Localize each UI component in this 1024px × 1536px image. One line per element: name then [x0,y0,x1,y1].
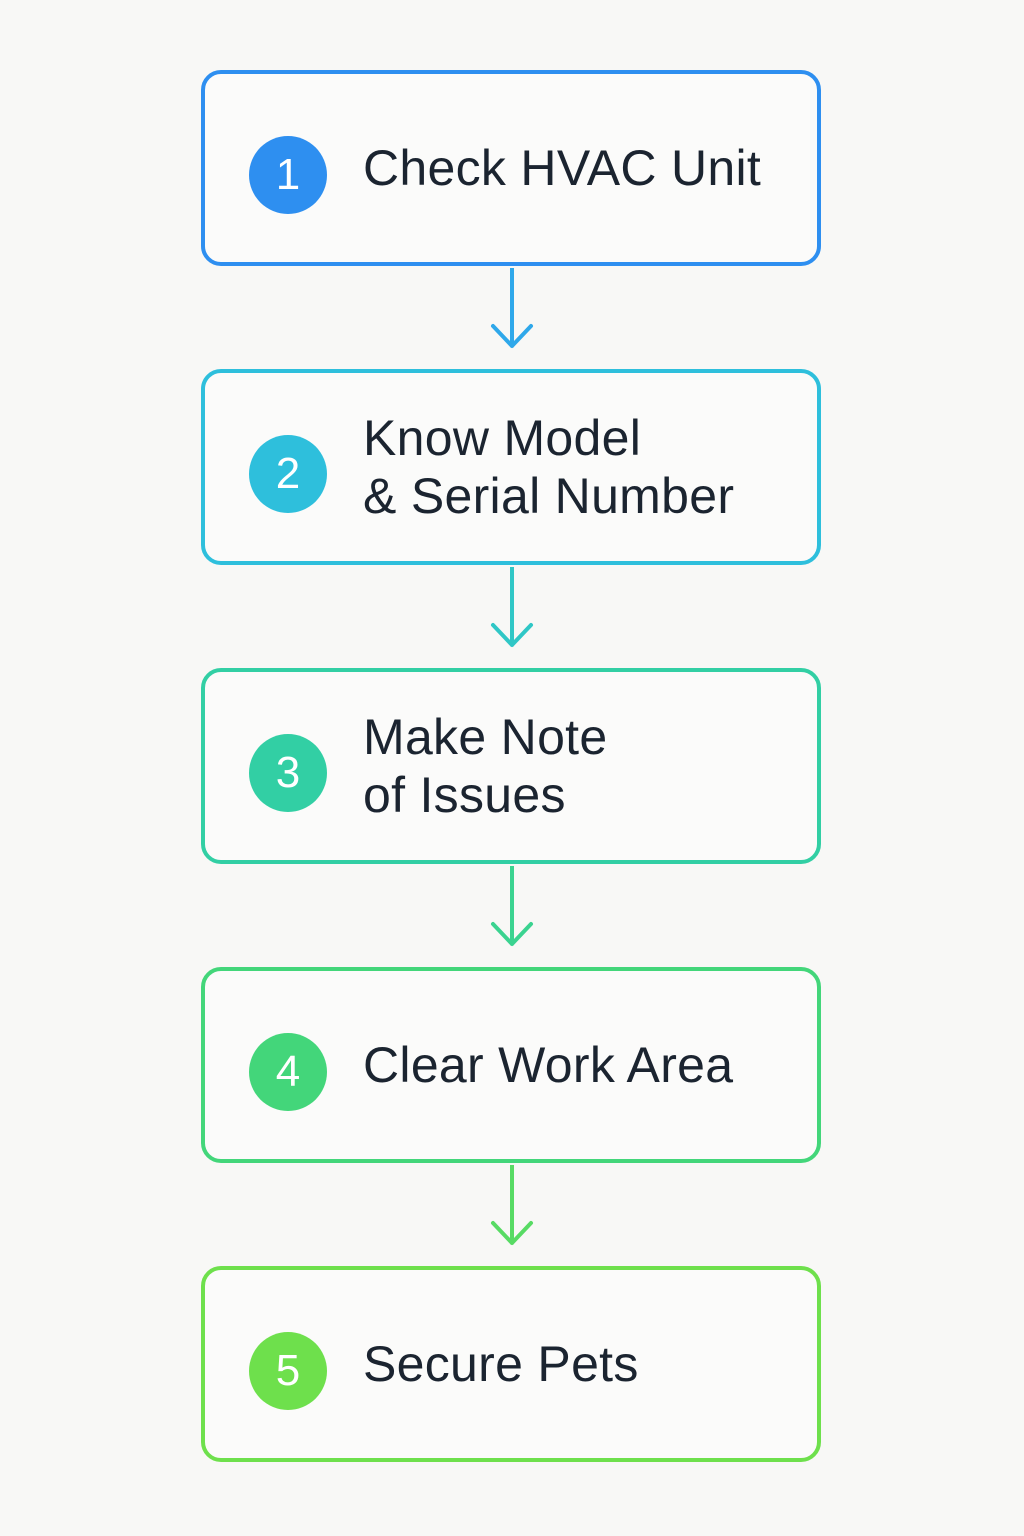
step-label-line: & Serial Number [363,468,735,524]
step-number-badge: 5 [249,1332,327,1410]
connector-arrow-4 [491,1165,533,1245]
step-1-box: 1 Check HVAC Unit [201,70,821,266]
step-label: Check HVAC Unit [363,74,761,262]
step-label: Know Model & Serial Number [363,373,734,561]
step-2-box: 2 Know Model & Serial Number [201,369,821,565]
step-number-badge: 3 [249,734,327,812]
step-label: Secure Pets [363,1270,639,1458]
step-label: Make Note of Issues [363,672,607,860]
step-number-badge: 2 [249,435,327,513]
step-3-box: 3 Make Note of Issues [201,668,821,864]
connector-arrow-1 [491,268,533,348]
step-4-box: 4 Clear Work Area [201,967,821,1163]
connector-arrow-3 [491,866,533,946]
connector-arrow-2 [491,567,533,647]
step-label-line: Check HVAC Unit [363,140,762,196]
step-number-badge: 4 [249,1033,327,1111]
step-label-line: Know Model [363,410,642,466]
step-label: Clear Work Area [363,971,733,1159]
step-label-line: Secure Pets [363,1336,639,1392]
step-label-line: Clear Work Area [363,1037,734,1093]
step-label-line: Make Note [363,709,608,765]
step-label-line: of Issues [363,767,566,823]
step-number-badge: 1 [249,136,327,214]
step-5-box: 5 Secure Pets [201,1266,821,1462]
